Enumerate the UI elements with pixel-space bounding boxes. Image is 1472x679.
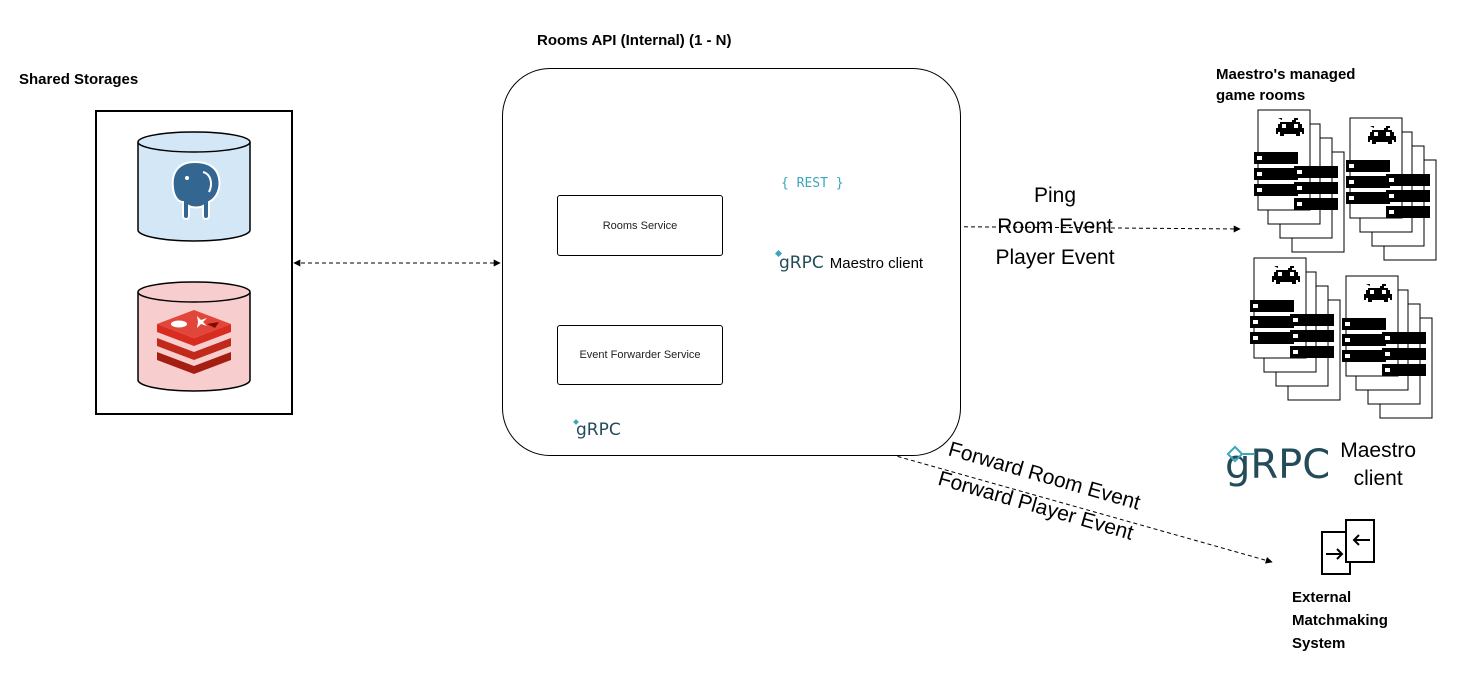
room-events-label: Ping Room Event Player Event <box>975 180 1135 273</box>
event-forwarder-label: Event Forwarder Service <box>579 349 701 361</box>
redis-icon <box>137 281 251 392</box>
grpc-logo-rooms-api: gRPC <box>573 419 621 440</box>
game-rooms-title: Maestro's managed game rooms <box>1216 66 1356 104</box>
matchmaking-label: External Matchmaking System <box>1292 589 1388 652</box>
room-event-label: Room Event <box>997 215 1113 238</box>
rooms-api-container <box>502 68 961 456</box>
grpc-maestro-client-small: gRPC Maestro client <box>774 249 924 273</box>
game-server-icon <box>1250 258 1340 400</box>
grpc-logo-large: gRPC <box>1225 442 1331 488</box>
maestro-client-label-large: Maestro client <box>1340 439 1417 490</box>
game-server-icon <box>1342 276 1432 418</box>
api-gamerooms-arrow <box>865 222 1241 233</box>
rooms-api-title: Rooms API (Internal) (1 - N) <box>537 32 732 49</box>
ping-label: Ping <box>1033 184 1077 207</box>
game-rooms-group <box>1240 108 1450 428</box>
maestro-client-label-small: Maestro client <box>829 255 924 272</box>
grpc-maestro-client-large: gRPC Maestro client <box>1225 437 1416 493</box>
rest-label: { REST } <box>781 176 844 191</box>
player-event-label: Player Event <box>995 246 1115 269</box>
rooms-service-label: Rooms Service <box>602 219 678 232</box>
game-server-icon <box>1254 110 1344 252</box>
postgresql-elephant-icon <box>137 131 251 242</box>
event-forwarder-service-box: Event Forwarder Service <box>557 325 723 385</box>
shared-storages-title: Shared Storages <box>19 71 139 88</box>
exchange-arrows-icon <box>1321 519 1375 575</box>
rooms-service-box: Rooms Service <box>557 195 723 256</box>
game-server-icon <box>1346 118 1436 260</box>
grpc-logo-small: gRPC <box>774 249 824 273</box>
